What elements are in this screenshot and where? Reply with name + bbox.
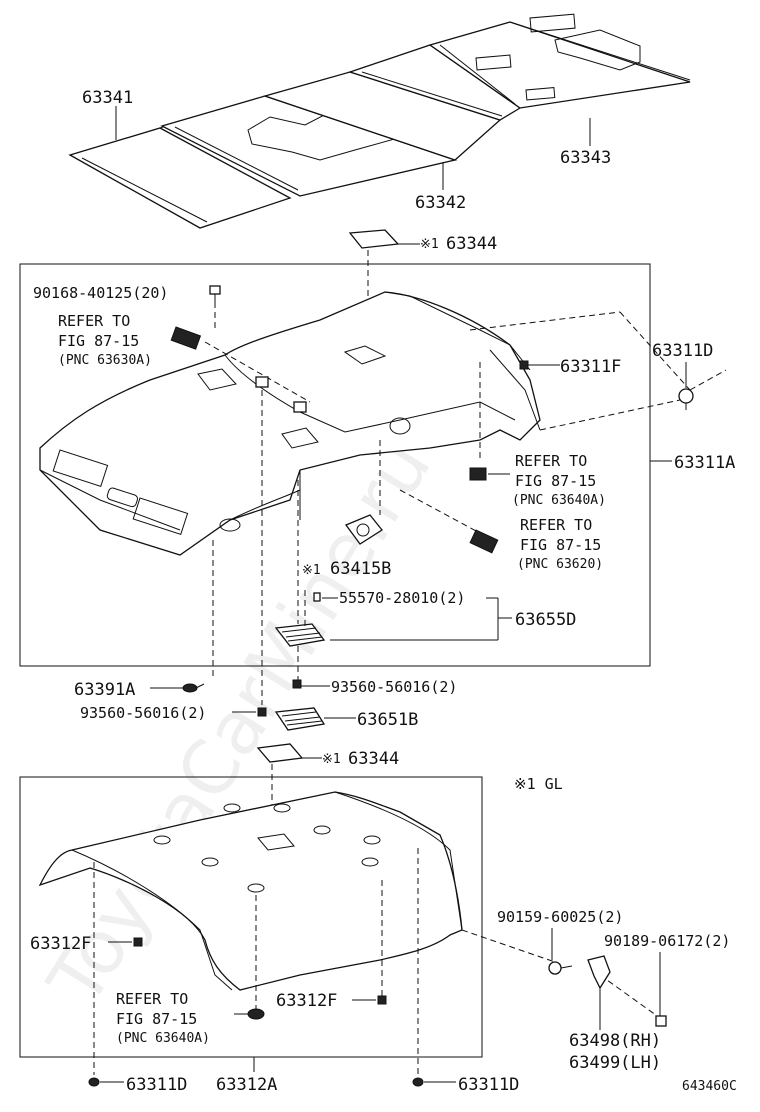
bolt-icon-55570 (313, 592, 321, 602)
bolt-icon-63311D-bl (88, 1077, 100, 1087)
panel-63341 (68, 127, 292, 229)
bolt-icon-93560-a (292, 679, 302, 689)
ref4-line1: REFER TO (116, 990, 188, 1008)
label-63651B: 63651B (357, 710, 418, 730)
clip-icon-63311D (678, 388, 694, 410)
label-63312F-mid: 63312F (276, 991, 337, 1011)
label-63311F: 63311F (560, 357, 621, 377)
panel-63343 (428, 21, 691, 109)
diagram-code: 643460C (682, 1079, 737, 1094)
ref2-line1: REFER TO (515, 452, 587, 470)
ref4-line3: (PNC 63640A) (116, 1031, 210, 1046)
bolt-icon-63312F-left (133, 937, 143, 947)
note-mark-1: ※1 (420, 237, 439, 252)
note-mark-2: ※1 (302, 563, 321, 578)
label-63415B: 63415B (330, 559, 391, 579)
bolt-icon-90159 (548, 961, 573, 975)
label-63311A: 63311A (674, 453, 735, 473)
label-63311D-bottom-left: 63311D (126, 1075, 187, 1095)
ref2-line3: (PNC 63640A) (512, 493, 606, 508)
headlining-assembly (39, 291, 541, 556)
lamp-icon (170, 326, 202, 350)
ref3-line1: REFER TO (520, 516, 592, 534)
frame-63312A (19, 776, 483, 1058)
ref2-line2: FIG 87-15 (515, 472, 596, 490)
label-90168: 90168-40125(20) (33, 284, 168, 302)
label-93560-a: 93560-56016(2) (331, 678, 457, 696)
gl-note: ※1 GL (514, 775, 563, 793)
label-63311D-right: 63311D (652, 341, 713, 361)
frame-63311A (19, 263, 651, 667)
ref1-line1: REFER TO (58, 312, 130, 330)
grille-icon-63655D (274, 623, 326, 647)
bracket-icon-63498 (587, 955, 611, 1030)
lamp-icon-ref3 (469, 529, 499, 554)
ref1-line2: FIG 87-15 (58, 332, 139, 350)
label-63391A: 63391A (74, 680, 135, 700)
label-63498: 63498(RH) (569, 1031, 661, 1051)
label-63344-top: 63344 (446, 234, 497, 254)
ref4-line2: FIG 87-15 (116, 1010, 197, 1028)
label-63343: 63343 (560, 148, 611, 168)
ref3-line2: FIG 87-15 (520, 536, 601, 554)
clip-icon-ref2 (469, 467, 487, 481)
ref3-line3: (PNC 63620) (517, 557, 603, 572)
label-63342: 63342 (415, 193, 466, 213)
clip-icon-90189 (655, 1015, 667, 1027)
label-63312A: 63312A (216, 1075, 277, 1095)
label-63655D: 63655D (515, 610, 576, 630)
bolt-icon-63311F (519, 360, 529, 370)
headlining-lower (38, 791, 463, 991)
label-63312F-left: 63312F (30, 934, 91, 954)
note-mark-3: ※1 (322, 752, 341, 767)
bolt-icon-63311D-br (412, 1077, 424, 1087)
label-93560-b: 93560-56016(2) (80, 704, 206, 722)
clip-icon-ref4 (247, 1008, 265, 1020)
clip-icon-2 (255, 376, 269, 388)
clip-icon (293, 401, 307, 413)
label-63344-mid: 63344 (348, 749, 399, 769)
label-55570: 55570-28010(2) (339, 589, 465, 607)
label-90189: 90189-06172(2) (604, 932, 730, 950)
lamp-icon-63415B (344, 514, 383, 545)
bolt-icon-90168 (209, 285, 221, 302)
ref1-line3: (PNC 63630A) (58, 353, 152, 368)
bolt-icon-63312F-mid (377, 995, 387, 1005)
label-63499: 63499(LH) (569, 1053, 661, 1073)
bolt-icon-63391A (182, 683, 205, 693)
bolt-icon-93560-b (257, 707, 267, 717)
pad-63344-top (348, 229, 400, 249)
label-63341: 63341 (82, 88, 133, 108)
label-90159: 90159-60025(2) (497, 908, 623, 926)
insulation-panels (68, 13, 691, 229)
grille-icon-63651B (274, 707, 326, 731)
label-63311D-bottom-right: 63311D (458, 1075, 519, 1095)
